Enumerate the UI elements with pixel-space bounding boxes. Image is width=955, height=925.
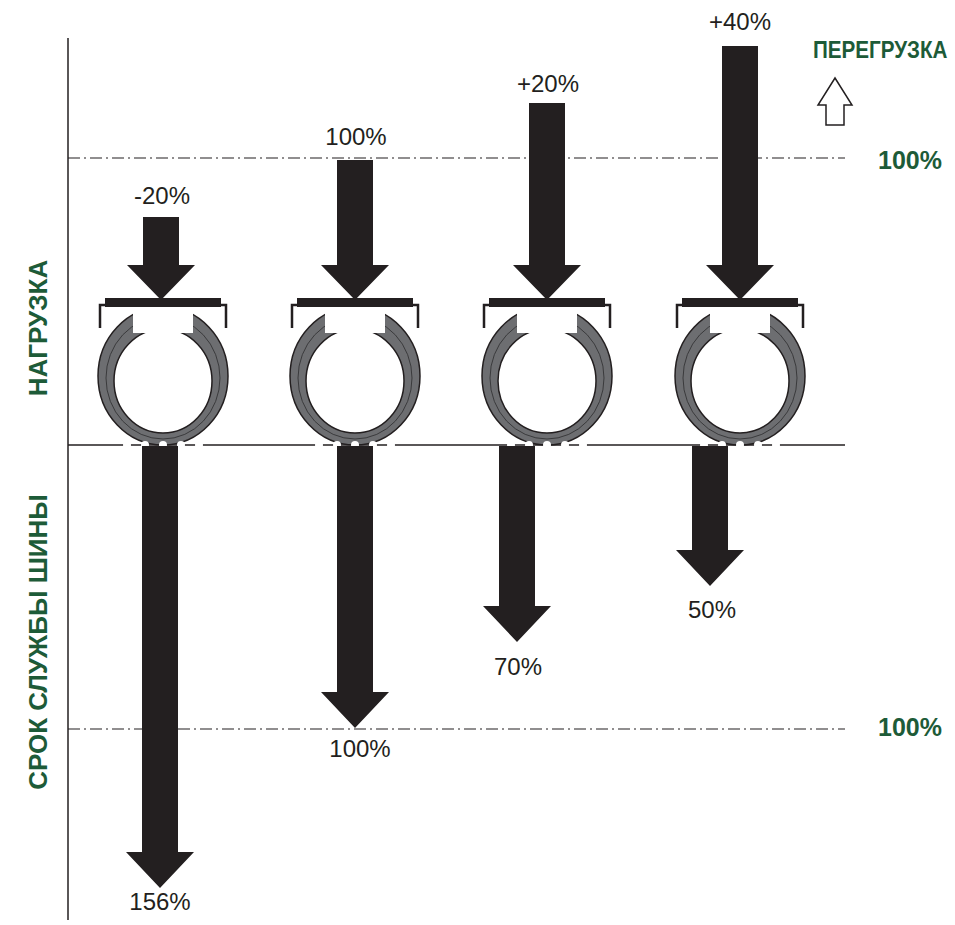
tread-groove: [754, 441, 762, 449]
life-value: 156%: [129, 890, 190, 914]
tire-group: [98, 298, 805, 449]
life-value: 50%: [688, 598, 736, 622]
rim-flange: [677, 305, 803, 328]
reference-value: 100%: [878, 715, 942, 740]
tire-cavity: [691, 329, 789, 433]
tire-section: [98, 298, 228, 449]
axis-title: НАГРУЗКА: [25, 260, 51, 396]
tire-section: [675, 298, 805, 449]
tire-section: [482, 298, 612, 449]
tire-ply: [490, 317, 604, 439]
life-arrow: [321, 446, 389, 728]
arrow-group: [126, 46, 774, 888]
rim-flange: [100, 305, 226, 328]
tread-groove: [177, 441, 185, 449]
tire-section: [290, 298, 420, 449]
tread-groove: [123, 441, 131, 449]
life-arrow: [483, 446, 551, 642]
tread-groove: [315, 441, 323, 449]
life-arrow: [126, 446, 194, 888]
load-arrow: [706, 46, 774, 300]
load-value: +40%: [709, 10, 771, 34]
tire-ply: [106, 317, 220, 439]
load-value: 100%: [325, 125, 386, 149]
tread-groove: [561, 441, 569, 449]
overload-arrow: [818, 78, 852, 125]
tread-groove: [736, 441, 744, 449]
tire-cavity: [306, 329, 404, 433]
tread-groove: [387, 441, 395, 449]
rim: [105, 298, 221, 307]
axis-line: [67, 38, 69, 920]
reference-value: 100%: [878, 148, 942, 173]
rim-flange: [292, 305, 418, 328]
tire-cavity: [498, 329, 596, 433]
tire-ply: [298, 317, 412, 439]
load-arrow: [127, 217, 195, 300]
rim-flange: [484, 305, 610, 328]
load-value: +20%: [517, 72, 579, 96]
life-value: 100%: [329, 737, 390, 761]
tread-groove: [579, 441, 587, 449]
life-arrow: [676, 446, 744, 586]
tread-groove: [543, 441, 551, 449]
life-value: 70%: [494, 655, 542, 679]
axis-title: СРОК СЛУЖБЫ ШИНЫ: [25, 494, 51, 790]
reference-line: [68, 728, 845, 729]
tire-cavity: [114, 329, 212, 433]
overload-label: ПЕРЕГРУЗКА: [813, 38, 948, 62]
load-arrow: [321, 160, 389, 300]
tread-groove: [195, 441, 203, 449]
load-value: -20%: [134, 184, 190, 208]
load-arrow: [513, 103, 581, 300]
tire-ply: [683, 317, 797, 439]
tread-groove: [772, 441, 780, 449]
